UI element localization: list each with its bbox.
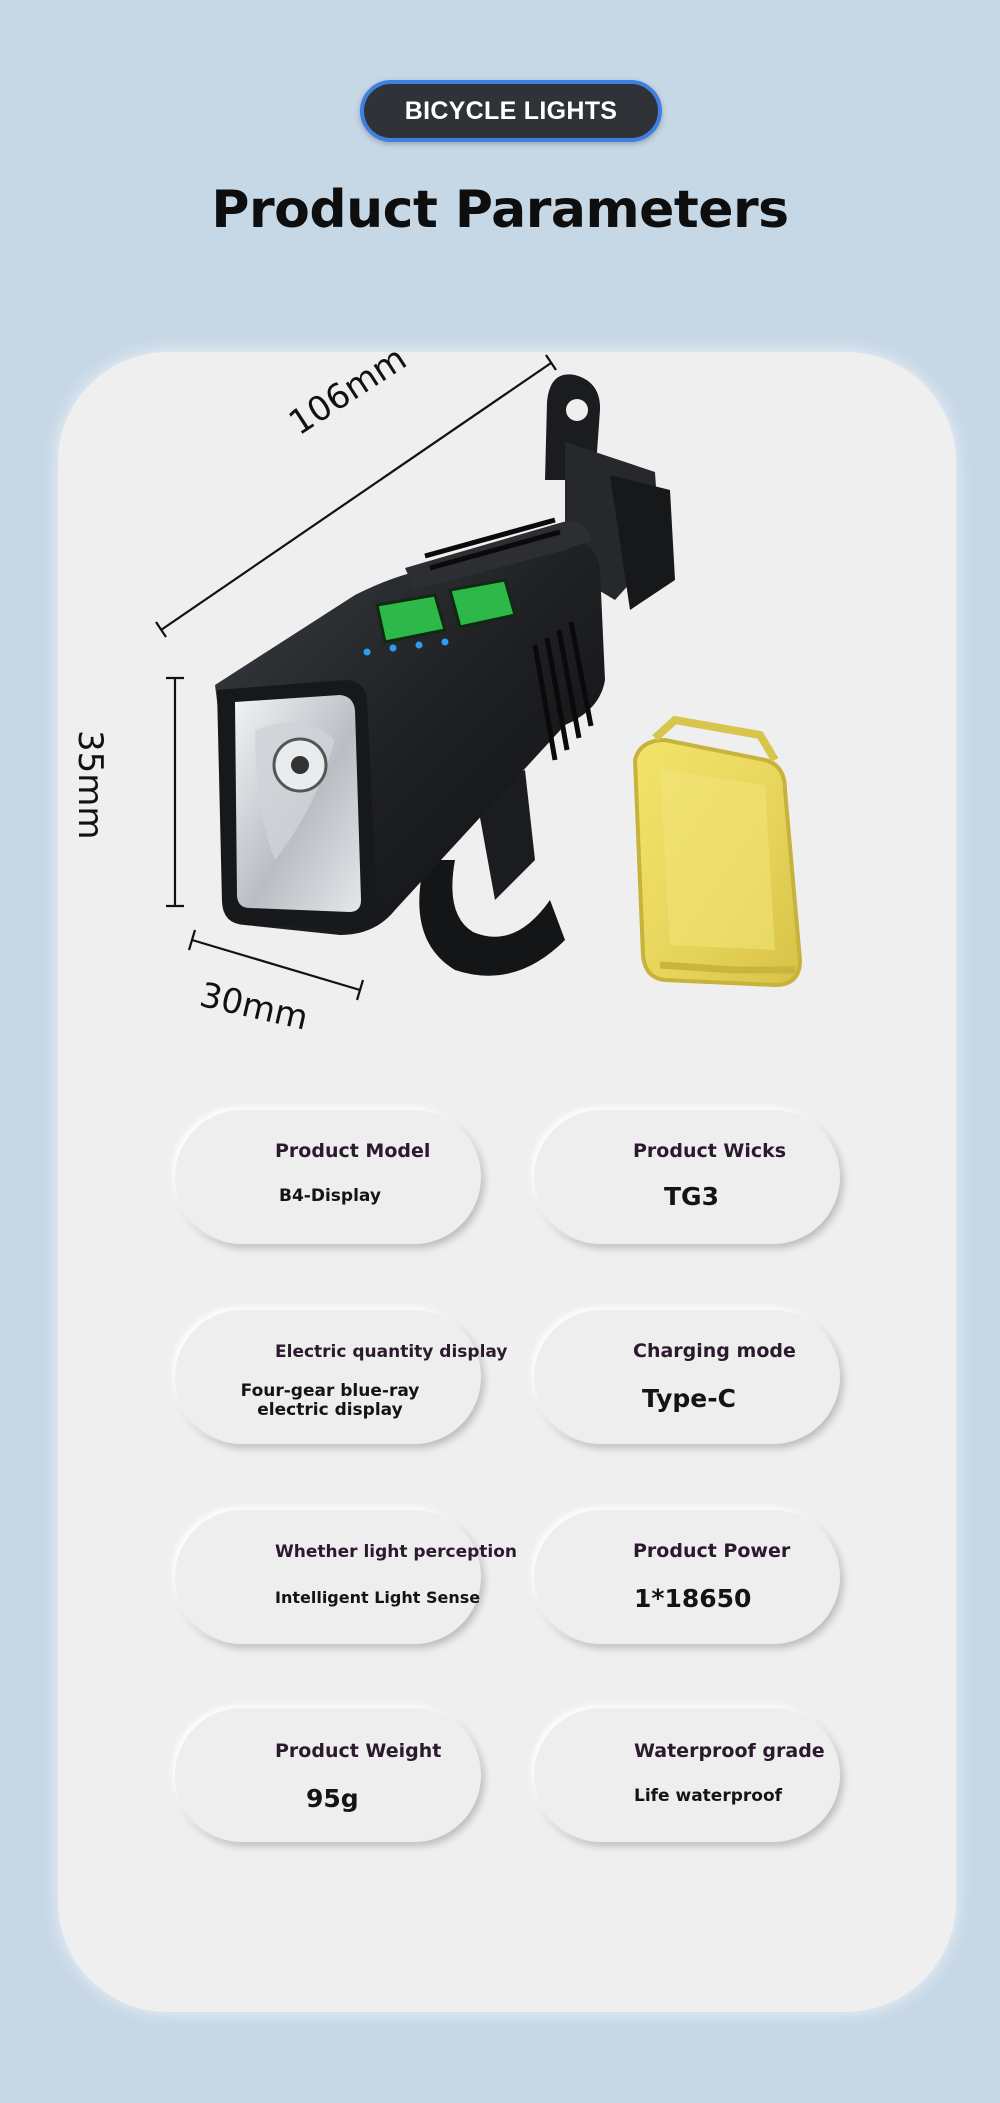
control-buttons <box>375 578 517 644</box>
spec-label: Whether light perception <box>275 1542 518 1562</box>
spec-label: Waterproof grade <box>634 1740 825 1762</box>
spec-value: 95g <box>306 1784 359 1813</box>
battery-indicator-leds <box>363 638 449 656</box>
spec-product-wicks: Product Wicks TG3 <box>534 1110 840 1244</box>
spec-charging-mode: Charging mode Type-C <box>534 1310 840 1444</box>
spec-label: Electric quantity display <box>275 1342 508 1362</box>
spec-label: Product Power <box>633 1540 791 1562</box>
yellow-filter-cover <box>632 715 803 988</box>
spec-value: 1*18650 <box>634 1584 752 1613</box>
cooling-fins <box>424 517 594 761</box>
spec-value: Four-gear blue-ray electric display <box>240 1381 420 1420</box>
spec-product-weight: Product Weight 95g <box>175 1708 481 1842</box>
spec-value: Life waterproof <box>634 1786 783 1806</box>
spec-label: Product Model <box>275 1140 431 1162</box>
handlebar-strap <box>419 860 565 976</box>
category-badge: BICYCLE LIGHTS <box>360 80 662 142</box>
dimension-lines <box>155 354 557 1001</box>
spec-product-model: Product Model B4-Display <box>175 1110 481 1244</box>
spec-value: TG3 <box>664 1182 719 1211</box>
spec-electric-quantity-display: Electric quantity display Four-gear blue… <box>175 1310 507 1444</box>
spec-label: Product Weight <box>275 1740 442 1762</box>
spec-waterproof-grade: Waterproof grade Life waterproof <box>534 1708 840 1842</box>
spec-value: B4-Display <box>279 1186 381 1206</box>
spec-value: Intelligent Light Sense <box>275 1588 481 1607</box>
spec-product-power: Product Power 1*18650 <box>534 1510 840 1644</box>
spec-label: Product Wicks <box>633 1140 787 1162</box>
spec-value: Type-C <box>642 1384 736 1413</box>
spec-label: Charging mode <box>633 1340 796 1362</box>
bicycle-light-illustration <box>155 354 803 1001</box>
page-title: Product Parameters <box>211 180 789 240</box>
height-dimension-label: 35mm <box>70 730 110 840</box>
spec-light-perception: Whether light perception Intelligent Lig… <box>175 1510 517 1644</box>
